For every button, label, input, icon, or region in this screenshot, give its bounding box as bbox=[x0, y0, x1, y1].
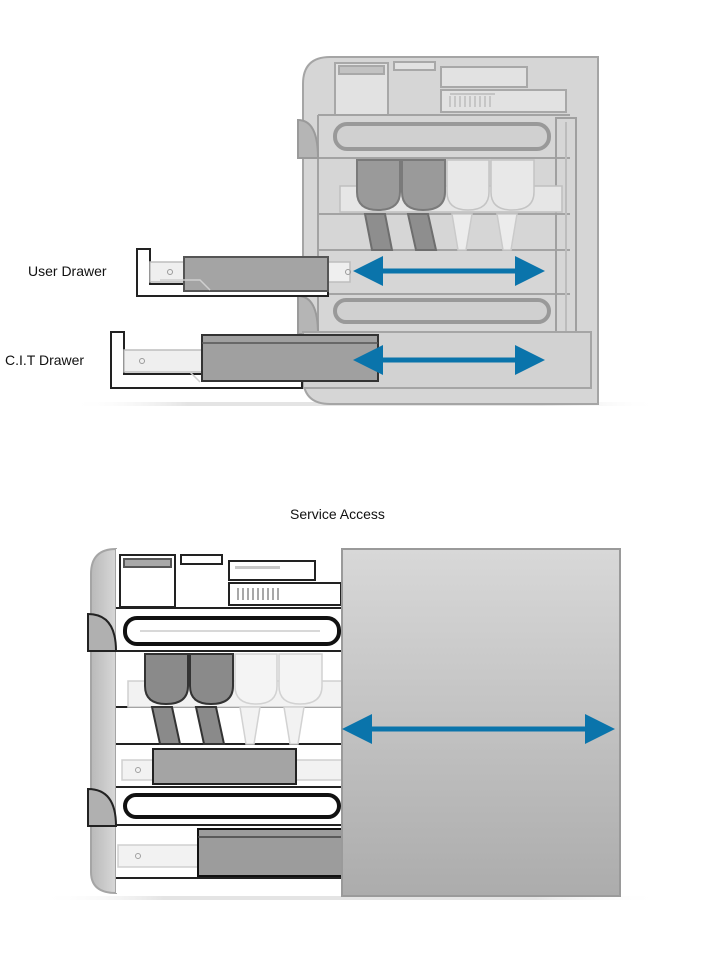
cassettes-bottom bbox=[127, 653, 343, 745]
handle-bar-upper-top bbox=[333, 122, 551, 151]
handle-bar-lower-bottom bbox=[123, 793, 341, 819]
latch-lower-bottom bbox=[87, 787, 118, 827]
bottom-diagram bbox=[40, 547, 660, 900]
user-drawer-label: User Drawer bbox=[28, 263, 107, 279]
latch-upper-bottom bbox=[87, 612, 118, 652]
floor-shadow-bottom bbox=[40, 896, 660, 900]
cit-drawer-label: C.I.T Drawer bbox=[5, 352, 85, 368]
user-drawer-bottom bbox=[121, 748, 343, 785]
top-components bbox=[334, 61, 567, 116]
cabinet-side-wall bbox=[90, 547, 117, 895]
cit-drawer-top bbox=[110, 331, 379, 389]
cassettes-top bbox=[339, 159, 563, 251]
handle-bar-lower-top bbox=[333, 298, 551, 324]
service-access-label: Service Access bbox=[290, 506, 385, 522]
latch-upper-top bbox=[297, 118, 320, 159]
service-panel bbox=[341, 548, 621, 897]
top-diagram bbox=[70, 56, 660, 406]
top-components-bottom bbox=[119, 554, 342, 608]
user-drawer-top bbox=[136, 248, 351, 297]
shelves-bottom bbox=[116, 607, 342, 879]
